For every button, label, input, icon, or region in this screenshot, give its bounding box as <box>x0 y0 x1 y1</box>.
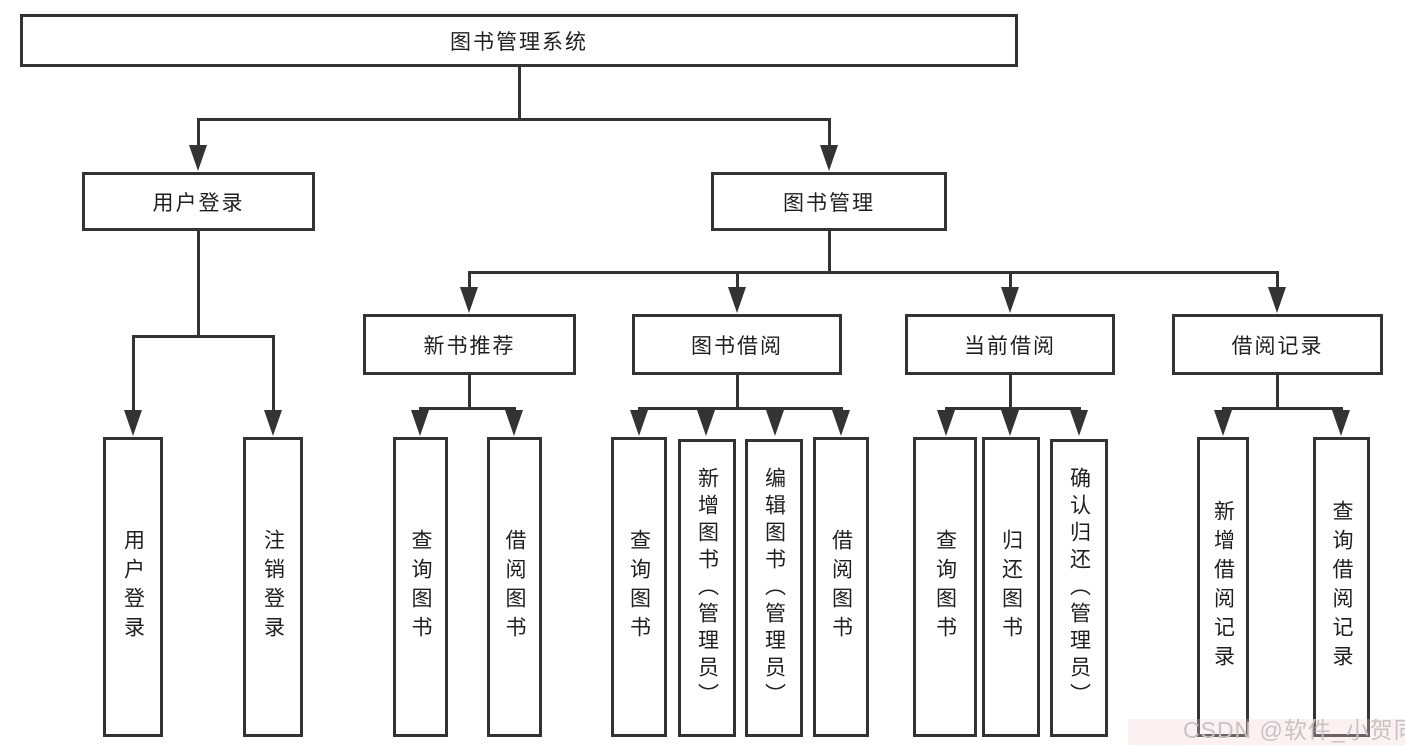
node-label: 新增图书（管理员） <box>695 466 719 710</box>
node-book-borrowing: 图书借阅 <box>632 314 842 375</box>
node-label: 查询图书 <box>409 529 432 645</box>
leaf-query-books: 查询图书 <box>913 437 977 737</box>
leaf-user-login: 用户登录 <box>103 437 163 737</box>
arrow-down-icon <box>1268 287 1286 313</box>
node-book-management: 图书管理 <box>711 172 947 231</box>
node-borrowing-records: 借阅记录 <box>1172 314 1383 375</box>
node-label: 新增借阅记录 <box>1211 500 1235 674</box>
leaf-borrow-books: 借阅图书 <box>813 437 869 737</box>
node-label: 借阅图书 <box>829 529 853 645</box>
node-label: 新书推荐 <box>423 334 516 358</box>
connector-vline <box>132 335 135 414</box>
arrow-down-icon <box>460 287 478 313</box>
connector-hline <box>132 335 275 338</box>
arrow-down-icon <box>189 145 207 171</box>
leaf-logout: 注销登录 <box>243 437 303 737</box>
node-current-borrowing: 当前借阅 <box>905 314 1115 375</box>
connector-vline <box>736 375 739 407</box>
arrow-down-icon <box>630 410 648 436</box>
node-label: 借阅图书 <box>503 529 526 645</box>
watermark: CSDN @软件_小贺同学 <box>1183 717 1405 743</box>
connector-vline <box>828 231 831 271</box>
node-label: 用户登录 <box>152 191 245 215</box>
arrow-down-icon <box>937 410 955 436</box>
node-new-book-recommend: 新书推荐 <box>363 314 576 375</box>
connector-vline <box>1276 375 1279 407</box>
leaf-confirm-return-admin: 确认归还（管理员） <box>1050 439 1108 737</box>
node-label: 用户登录 <box>121 529 145 645</box>
node-label: 归还图书 <box>999 529 1023 645</box>
connector-hline <box>468 271 1279 274</box>
connector-vline <box>828 118 831 148</box>
connector-vline <box>1009 375 1012 407</box>
arrow-down-icon <box>1332 410 1350 436</box>
arrow-down-icon <box>1001 287 1019 313</box>
leaf-query-books: 查询图书 <box>611 437 667 737</box>
arrow-down-icon <box>820 145 838 171</box>
leaf-query-books: 查询图书 <box>393 437 448 737</box>
node-label: 借阅记录 <box>1231 334 1324 358</box>
node-label: 确认归还（管理员） <box>1067 466 1091 710</box>
connector-vline <box>1009 271 1012 291</box>
watermark-tint <box>1128 719 1405 745</box>
arrow-down-icon <box>1214 410 1232 436</box>
arrow-down-icon <box>832 410 850 436</box>
leaf-return-books: 归还图书 <box>982 437 1040 737</box>
leaf-add-borrow-record: 新增借阅记录 <box>1197 437 1249 737</box>
connector-vline <box>1276 271 1279 291</box>
connector-hline <box>419 407 516 410</box>
leaf-borrow-books: 借阅图书 <box>487 437 542 737</box>
arrow-down-icon <box>766 410 784 436</box>
node-label: 图书管理 <box>783 191 875 215</box>
node-label: 图书借阅 <box>691 334 783 358</box>
arrow-down-icon <box>505 410 523 436</box>
connector-hline <box>638 407 843 410</box>
arrow-down-icon <box>728 287 746 313</box>
connector-vline <box>468 271 471 291</box>
connector-hline <box>945 407 1081 410</box>
connector-hline <box>197 118 831 121</box>
node-user-login: 用户登录 <box>82 172 315 231</box>
arrow-down-icon <box>124 410 142 436</box>
connector-vline <box>272 335 275 414</box>
connector-vline <box>197 118 200 148</box>
node-label: 注销登录 <box>261 529 285 645</box>
leaf-query-borrow-record: 查询借阅记录 <box>1313 437 1370 737</box>
node-label: 查询借阅记录 <box>1330 500 1353 674</box>
node-library-management-system: 图书管理系统 <box>20 14 1018 67</box>
node-label: 当前借阅 <box>964 334 1056 358</box>
arrow-down-icon <box>264 410 282 436</box>
node-label: 图书管理系统 <box>450 30 588 54</box>
node-label: 查询图书 <box>933 529 957 645</box>
connector-vline <box>518 67 521 118</box>
connector-vline <box>468 375 471 407</box>
arrow-down-icon <box>1070 410 1088 436</box>
leaf-edit-books-admin: 编辑图书（管理员） <box>745 439 803 737</box>
leaf-add-books-admin: 新增图书（管理员） <box>678 439 736 737</box>
node-label: 查询图书 <box>627 529 651 645</box>
node-label: 编辑图书（管理员） <box>762 466 786 710</box>
connector-vline <box>197 231 200 335</box>
arrow-down-icon <box>697 410 715 436</box>
arrow-down-icon <box>1001 410 1019 436</box>
arrow-down-icon <box>411 410 429 436</box>
connector-hline <box>1222 407 1343 410</box>
connector-vline <box>736 271 739 291</box>
